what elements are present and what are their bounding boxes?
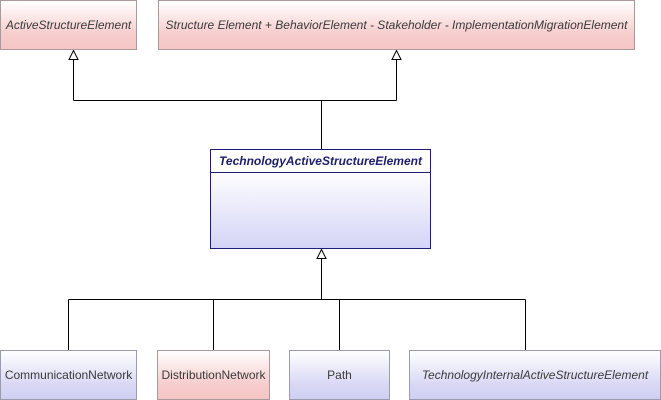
generalization-arrowhead <box>68 49 79 60</box>
class-name: CommunicationNetwork <box>4 368 133 382</box>
child-class-path[interactable]: Path <box>289 350 390 400</box>
child-class-communication-network[interactable]: CommunicationNetwork <box>0 350 137 400</box>
parent-class-active-structure-element[interactable]: ActiveStructureElement <box>0 0 137 50</box>
class-name: Structure Element + BehaviorElement - St… <box>165 18 628 32</box>
class-name: Path <box>327 368 352 382</box>
child-class-technology-internal-active-structure-element[interactable]: TechnologyInternalActiveStructureElement <box>409 350 661 400</box>
class-name: TechnologyActiveStructureElement <box>211 150 430 173</box>
generalization-arrowhead <box>391 49 402 60</box>
class-name: DistributionNetwork <box>161 368 266 382</box>
main-class-technology-active-structure-element[interactable]: TechnologyActiveStructureElement <box>210 149 431 249</box>
class-name: TechnologyInternalActiveStructureElement <box>421 368 649 382</box>
generalization-arrowhead <box>316 248 327 259</box>
class-name: ActiveStructureElement <box>5 18 132 32</box>
parent-class-structure-behavior-element[interactable]: Structure Element + BehaviorElement - St… <box>158 0 635 50</box>
child-class-distribution-network[interactable]: DistributionNetwork <box>157 350 270 400</box>
